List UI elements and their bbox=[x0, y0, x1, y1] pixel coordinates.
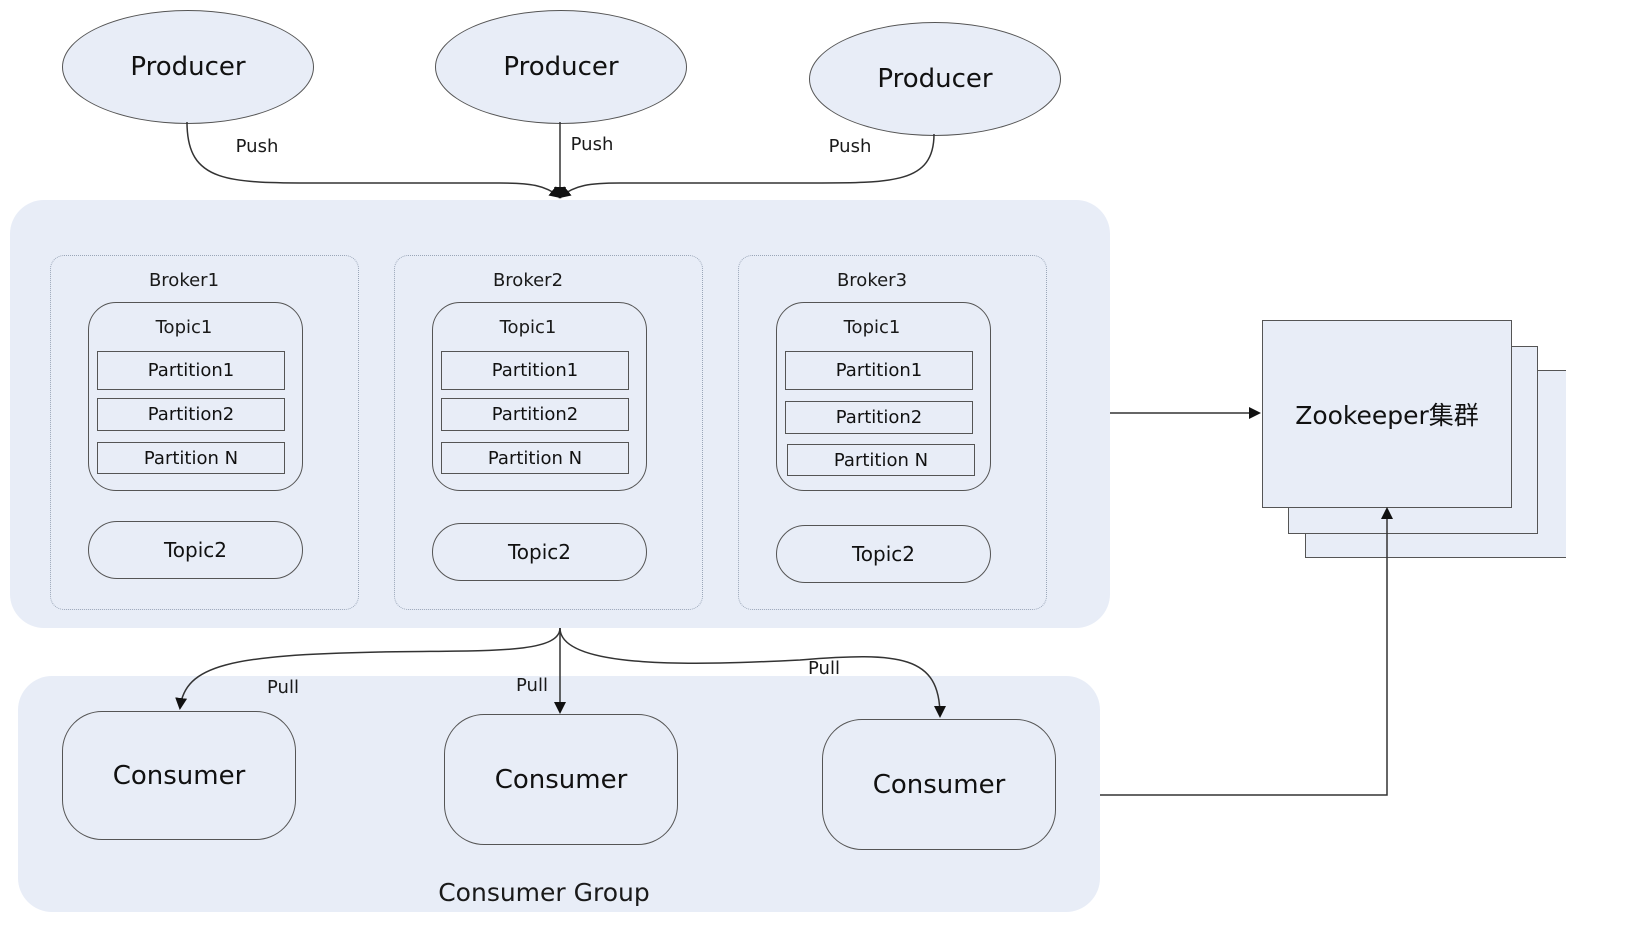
partition-box: Partition N bbox=[441, 442, 629, 474]
partition-box: Partition N bbox=[97, 442, 285, 474]
consumer-node: Consumer bbox=[822, 719, 1056, 850]
partition-box: Partition2 bbox=[441, 398, 629, 431]
broker-box bbox=[50, 255, 359, 610]
partition-box: Partition1 bbox=[441, 351, 629, 390]
partition-box: Partition2 bbox=[97, 398, 285, 431]
topic1-label: Topic1 bbox=[155, 317, 213, 338]
push-label: Push bbox=[235, 136, 279, 157]
push-arrow bbox=[186, 121, 562, 199]
producer-label: Producer bbox=[130, 52, 246, 82]
zookeeper-box-front: Zookeeper集群 bbox=[1262, 320, 1512, 508]
partition-box: Partition N bbox=[787, 444, 975, 476]
partition-box: Partition2 bbox=[785, 401, 973, 434]
partition-box: Partition1 bbox=[785, 351, 973, 390]
pull-arrow bbox=[559, 627, 946, 718]
zookeeper-label: Zookeeper集群 bbox=[1295, 401, 1479, 430]
push-arrow bbox=[558, 133, 935, 199]
partition-box: Partition1 bbox=[97, 351, 285, 390]
producer-node: Producer bbox=[809, 22, 1061, 136]
consumer-node: Consumer bbox=[62, 711, 296, 840]
push-label: Push bbox=[828, 136, 872, 157]
broker-label: Broker3 bbox=[836, 270, 908, 291]
pull-arrow bbox=[175, 627, 561, 710]
pull-label: Pull bbox=[808, 658, 840, 679]
topic2-box: Topic2 bbox=[432, 523, 647, 581]
consumer-label: Consumer bbox=[872, 769, 1006, 800]
pull-label: Pull bbox=[267, 677, 299, 698]
topic2-box: Topic2 bbox=[776, 525, 991, 583]
broker-label: Broker2 bbox=[492, 270, 564, 291]
pull-label: Pull bbox=[516, 675, 548, 696]
producer-node: Producer bbox=[435, 10, 687, 124]
producer-label: Producer bbox=[877, 64, 993, 94]
topic1-label: Topic1 bbox=[499, 317, 557, 338]
consumer-label: Consumer bbox=[112, 760, 246, 791]
topic2-box: Topic2 bbox=[88, 521, 303, 579]
topic1-label: Topic1 bbox=[843, 317, 901, 338]
broker-label: Broker1 bbox=[148, 270, 220, 291]
consumer-label: Consumer bbox=[494, 764, 628, 795]
consumer-node: Consumer bbox=[444, 714, 678, 845]
broker-box bbox=[394, 255, 703, 610]
consumer-group-label: Consumer Group bbox=[438, 878, 650, 907]
consumers-to-zookeeper-arrow bbox=[1100, 507, 1393, 796]
push-label: Push bbox=[570, 134, 614, 155]
producer-node: Producer bbox=[62, 10, 314, 124]
producer-label: Producer bbox=[503, 52, 619, 82]
broker-box bbox=[738, 255, 1047, 610]
